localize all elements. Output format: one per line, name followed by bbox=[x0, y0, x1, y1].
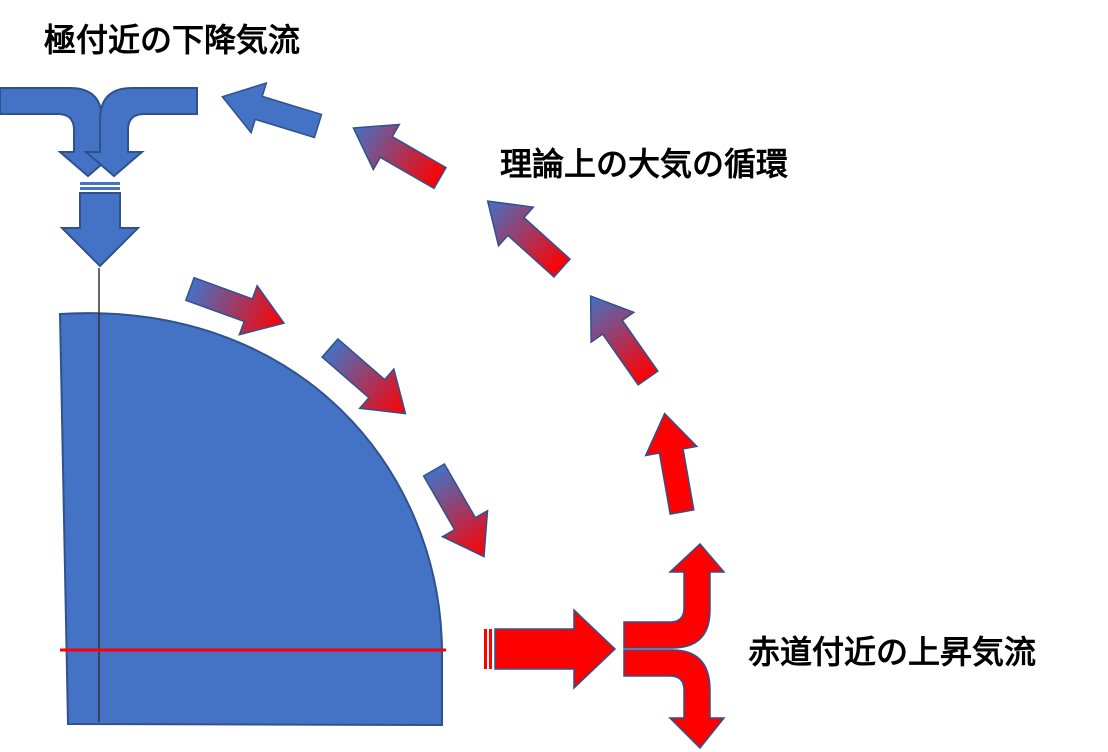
circulation-arrow bbox=[638, 408, 709, 518]
polar-down-arrow-stripe bbox=[80, 187, 120, 190]
equatorial-rising-arrow bbox=[623, 542, 726, 649]
polar-down-arrow bbox=[59, 192, 141, 268]
equatorial-updraft-label: 赤道付近の上昇気流 bbox=[748, 633, 1037, 671]
equatorial-inflow-arrow-group bbox=[484, 608, 617, 690]
equatorial-updraft-arrows bbox=[623, 542, 726, 750]
equatorial-arrow-stripe bbox=[484, 629, 487, 669]
equatorial-descending-arrow bbox=[623, 649, 726, 750]
polar-inflow-arrow-right bbox=[83, 87, 198, 178]
theoretical-circulation-label: 理論上の大気の循環 bbox=[500, 145, 789, 183]
polar-down-arrow-stripe bbox=[80, 182, 120, 185]
circulation-arrow bbox=[469, 181, 581, 289]
earth-quadrant bbox=[58, 312, 443, 727]
equatorial-inflow-arrow bbox=[494, 608, 617, 690]
polar-downdraft-label: 極付近の下降気流 bbox=[44, 21, 301, 59]
circulation-arrow bbox=[568, 280, 671, 394]
circulation-arrow bbox=[339, 104, 454, 202]
equatorial-arrow-stripe bbox=[489, 629, 492, 669]
polar-downdraft-arrows bbox=[0, 87, 198, 268]
circulation-arrow bbox=[214, 71, 327, 152]
